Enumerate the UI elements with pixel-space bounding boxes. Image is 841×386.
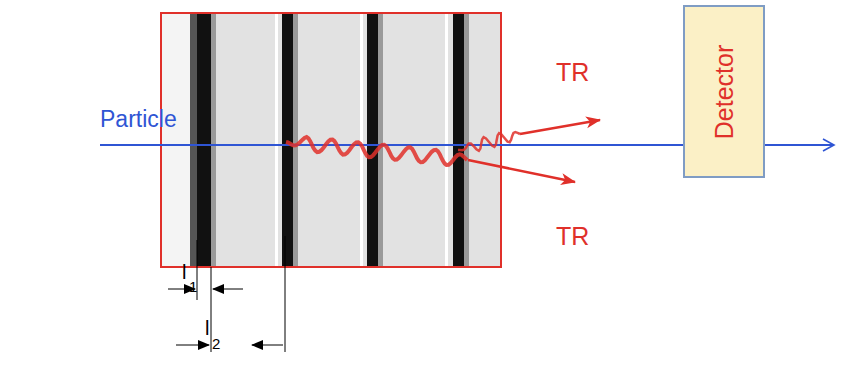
photon-arrow	[468, 160, 575, 182]
dimension-symbol: l	[182, 262, 186, 282]
photon-wave	[458, 132, 520, 151]
dimension-subscript: 1	[189, 279, 197, 294]
radiation-label: TR	[556, 224, 589, 249]
dimension-lines	[168, 236, 285, 352]
photon-arrow	[520, 120, 600, 134]
detector-box: Detector	[683, 5, 765, 178]
detector-label: Detector	[712, 44, 737, 138]
transition-radiation-photons	[286, 120, 600, 182]
radiator-stack	[161, 13, 501, 267]
dimension-arrow	[252, 345, 283, 346]
dimension-symbol: l	[205, 318, 209, 338]
dimension-subscript: 2	[212, 336, 220, 351]
radiation-label: TR	[556, 60, 589, 85]
photon-wave	[286, 137, 467, 165]
particle-label: Particle	[100, 108, 177, 131]
radiator-outline	[161, 13, 501, 267]
